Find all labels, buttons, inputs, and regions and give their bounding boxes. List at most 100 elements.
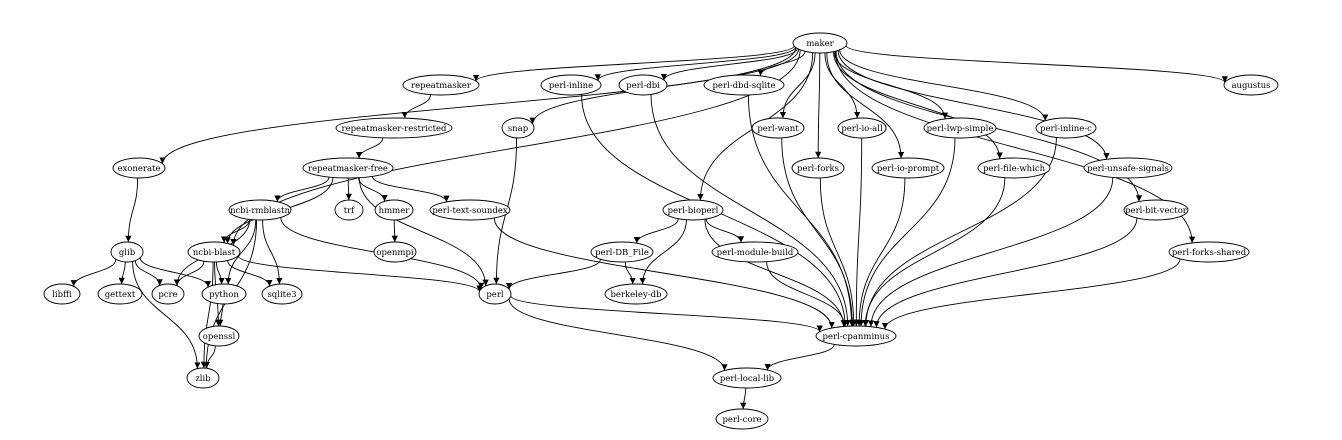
node-perl-bioperl: perl-bioperl xyxy=(662,199,724,221)
node-ellipse xyxy=(792,32,848,54)
node-pcre: pcre xyxy=(151,283,185,305)
node-perl-io-all: perl-io-all xyxy=(837,117,887,139)
edge-perl-module-build-to-perl-cpanminus xyxy=(766,261,848,327)
node-label: perl-dbd-sqlite xyxy=(712,81,775,91)
node-ncbi-blast: ncbi-blast xyxy=(187,241,241,263)
edge-maker-to-exonerate xyxy=(159,47,797,164)
edge-hmmer-to-openmpi xyxy=(391,219,398,243)
node-label: glib xyxy=(119,248,136,258)
node-ellipse xyxy=(261,283,303,305)
node-snap: snap xyxy=(501,117,535,139)
edge-glib-to-zlib xyxy=(132,261,201,369)
node-ellipse xyxy=(703,74,785,96)
edge-ncbi-blast-to-sqlite3 xyxy=(227,260,273,287)
node-ellipse xyxy=(712,367,782,389)
edge-ncbi-blast-to-zlib xyxy=(200,261,214,369)
node-openmpi: openmpi xyxy=(373,241,417,263)
node-glib: glib xyxy=(110,241,144,263)
node-label: perl-inline xyxy=(549,81,593,91)
node-perl-inline: perl-inline xyxy=(540,74,602,96)
edge-perl-file-which-to-perl-cpanminus xyxy=(862,177,1006,327)
node-label: exonerate xyxy=(117,164,160,174)
edge-maker-to-perl-inline-c xyxy=(839,49,1049,121)
node-ellipse xyxy=(662,199,724,221)
node-label: augustus xyxy=(1231,81,1270,91)
edge-perl-to-perl-local-lib xyxy=(508,298,728,371)
node-label: perl-want xyxy=(757,124,799,134)
edge-perl-bioperl-to-berkeley-db xyxy=(639,219,687,285)
node-ellipse xyxy=(334,199,364,221)
node-label: perl xyxy=(486,290,504,300)
node-label: perl-bioperl xyxy=(668,206,719,216)
edge-perl-want-to-perl-cpanminus xyxy=(781,137,856,327)
node-label: maker xyxy=(806,39,834,49)
edge-glib-to-gettext xyxy=(118,261,126,285)
edge-perl-unsafe-signals-to-perl-cpanminus xyxy=(867,177,1114,327)
node-ellipse xyxy=(791,157,845,179)
node-hmmer: hmmer xyxy=(374,199,414,221)
node-ellipse xyxy=(228,199,292,221)
node-ncbi-rmblastn: ncbi-rmblastn xyxy=(228,199,292,221)
node-label: perl-module-build xyxy=(717,248,794,258)
node-zlib: zlib xyxy=(186,367,220,389)
node-label: perl-core xyxy=(722,415,761,425)
node-ellipse xyxy=(402,74,480,96)
node-repeatmasker-free: repeatmasker-free xyxy=(302,157,394,179)
node-label: perl-unsafe-signals xyxy=(1087,164,1169,174)
node-label: perl-dbi xyxy=(626,81,660,91)
edge-maker-to-repeatmasker xyxy=(472,45,795,82)
node-label: perl-lwp-simple xyxy=(927,124,994,134)
node-perl: perl xyxy=(478,283,512,305)
edge-perl-lwp-simple-to-perl-cpanminus xyxy=(857,137,956,327)
edge-repeatmasker-free-to-perl xyxy=(358,177,489,286)
node-label: perl-DB_File xyxy=(595,248,649,258)
node-ellipse xyxy=(335,117,453,139)
node-python: python xyxy=(201,283,247,305)
node-ellipse xyxy=(501,117,535,139)
node-perl-inline-c: perl-inline-c xyxy=(1035,117,1097,139)
node-label: openssl xyxy=(203,332,236,342)
node-openssl: openssl xyxy=(198,325,240,347)
node-label: perl-inline-c xyxy=(1040,124,1092,134)
nodes-layer: maker repeatmasker perl-inline perl-dbi perl… xyxy=(43,32,1279,430)
edge-glib-to-python xyxy=(139,257,212,288)
node-label: perl-cpanminus xyxy=(823,332,890,342)
edge-maker-to-perl-dbi xyxy=(660,48,798,81)
node-perl-unsafe-signals: perl-unsafe-signals xyxy=(1083,157,1173,179)
node-label: perl-bit-vector xyxy=(1125,206,1188,216)
edge-perl-bioperl-to-perl-cpanminus xyxy=(704,219,847,327)
node-perl-DB_File: perl-DB_File xyxy=(590,241,654,263)
node-ellipse xyxy=(1035,117,1097,139)
node-label: perl-io-prompt xyxy=(877,164,940,174)
node-perl-want: perl-want xyxy=(751,117,805,139)
node-label: repeatmasker-free xyxy=(308,164,388,174)
node-maker: maker xyxy=(792,32,848,54)
edge-perl-bioperl-to-perl-module-build xyxy=(705,218,745,243)
node-label: openmpi xyxy=(376,248,414,258)
node-label: repeatmasker-restricted xyxy=(342,124,448,134)
node-sqlite3: sqlite3 xyxy=(261,283,303,305)
node-ellipse xyxy=(43,283,81,305)
node-perl-text-soundex: perl-text-soundex xyxy=(429,199,511,221)
node-ellipse xyxy=(815,325,897,347)
node-label: trf xyxy=(344,206,355,216)
node-label: perl-forks xyxy=(797,164,839,174)
node-ellipse xyxy=(923,117,997,139)
edge-perl-bioperl-to-perl-DB_File xyxy=(633,218,679,244)
node-ellipse xyxy=(715,408,769,430)
node-label: libffi xyxy=(52,290,72,300)
node-ellipse xyxy=(478,283,512,305)
edge-ncbi-rmblastn-to-sqlite3 xyxy=(262,219,283,285)
edge-maker-to-perl-want xyxy=(779,52,816,119)
node-perl-cpanminus: perl-cpanminus xyxy=(815,325,897,347)
edge-repeatmasker-free-to-trf xyxy=(345,177,352,201)
node-label: ncbi-rmblastn xyxy=(230,206,290,216)
node-ellipse xyxy=(837,117,887,139)
edge-ncbi-blast-to-python xyxy=(215,261,225,285)
node-repeatmasker: repeatmasker xyxy=(402,74,480,96)
edge-perl-DB_File-to-perl xyxy=(505,259,601,290)
node-ellipse xyxy=(711,241,799,263)
node-label: snap xyxy=(508,124,529,134)
node-label: berkeley-db xyxy=(610,290,662,300)
